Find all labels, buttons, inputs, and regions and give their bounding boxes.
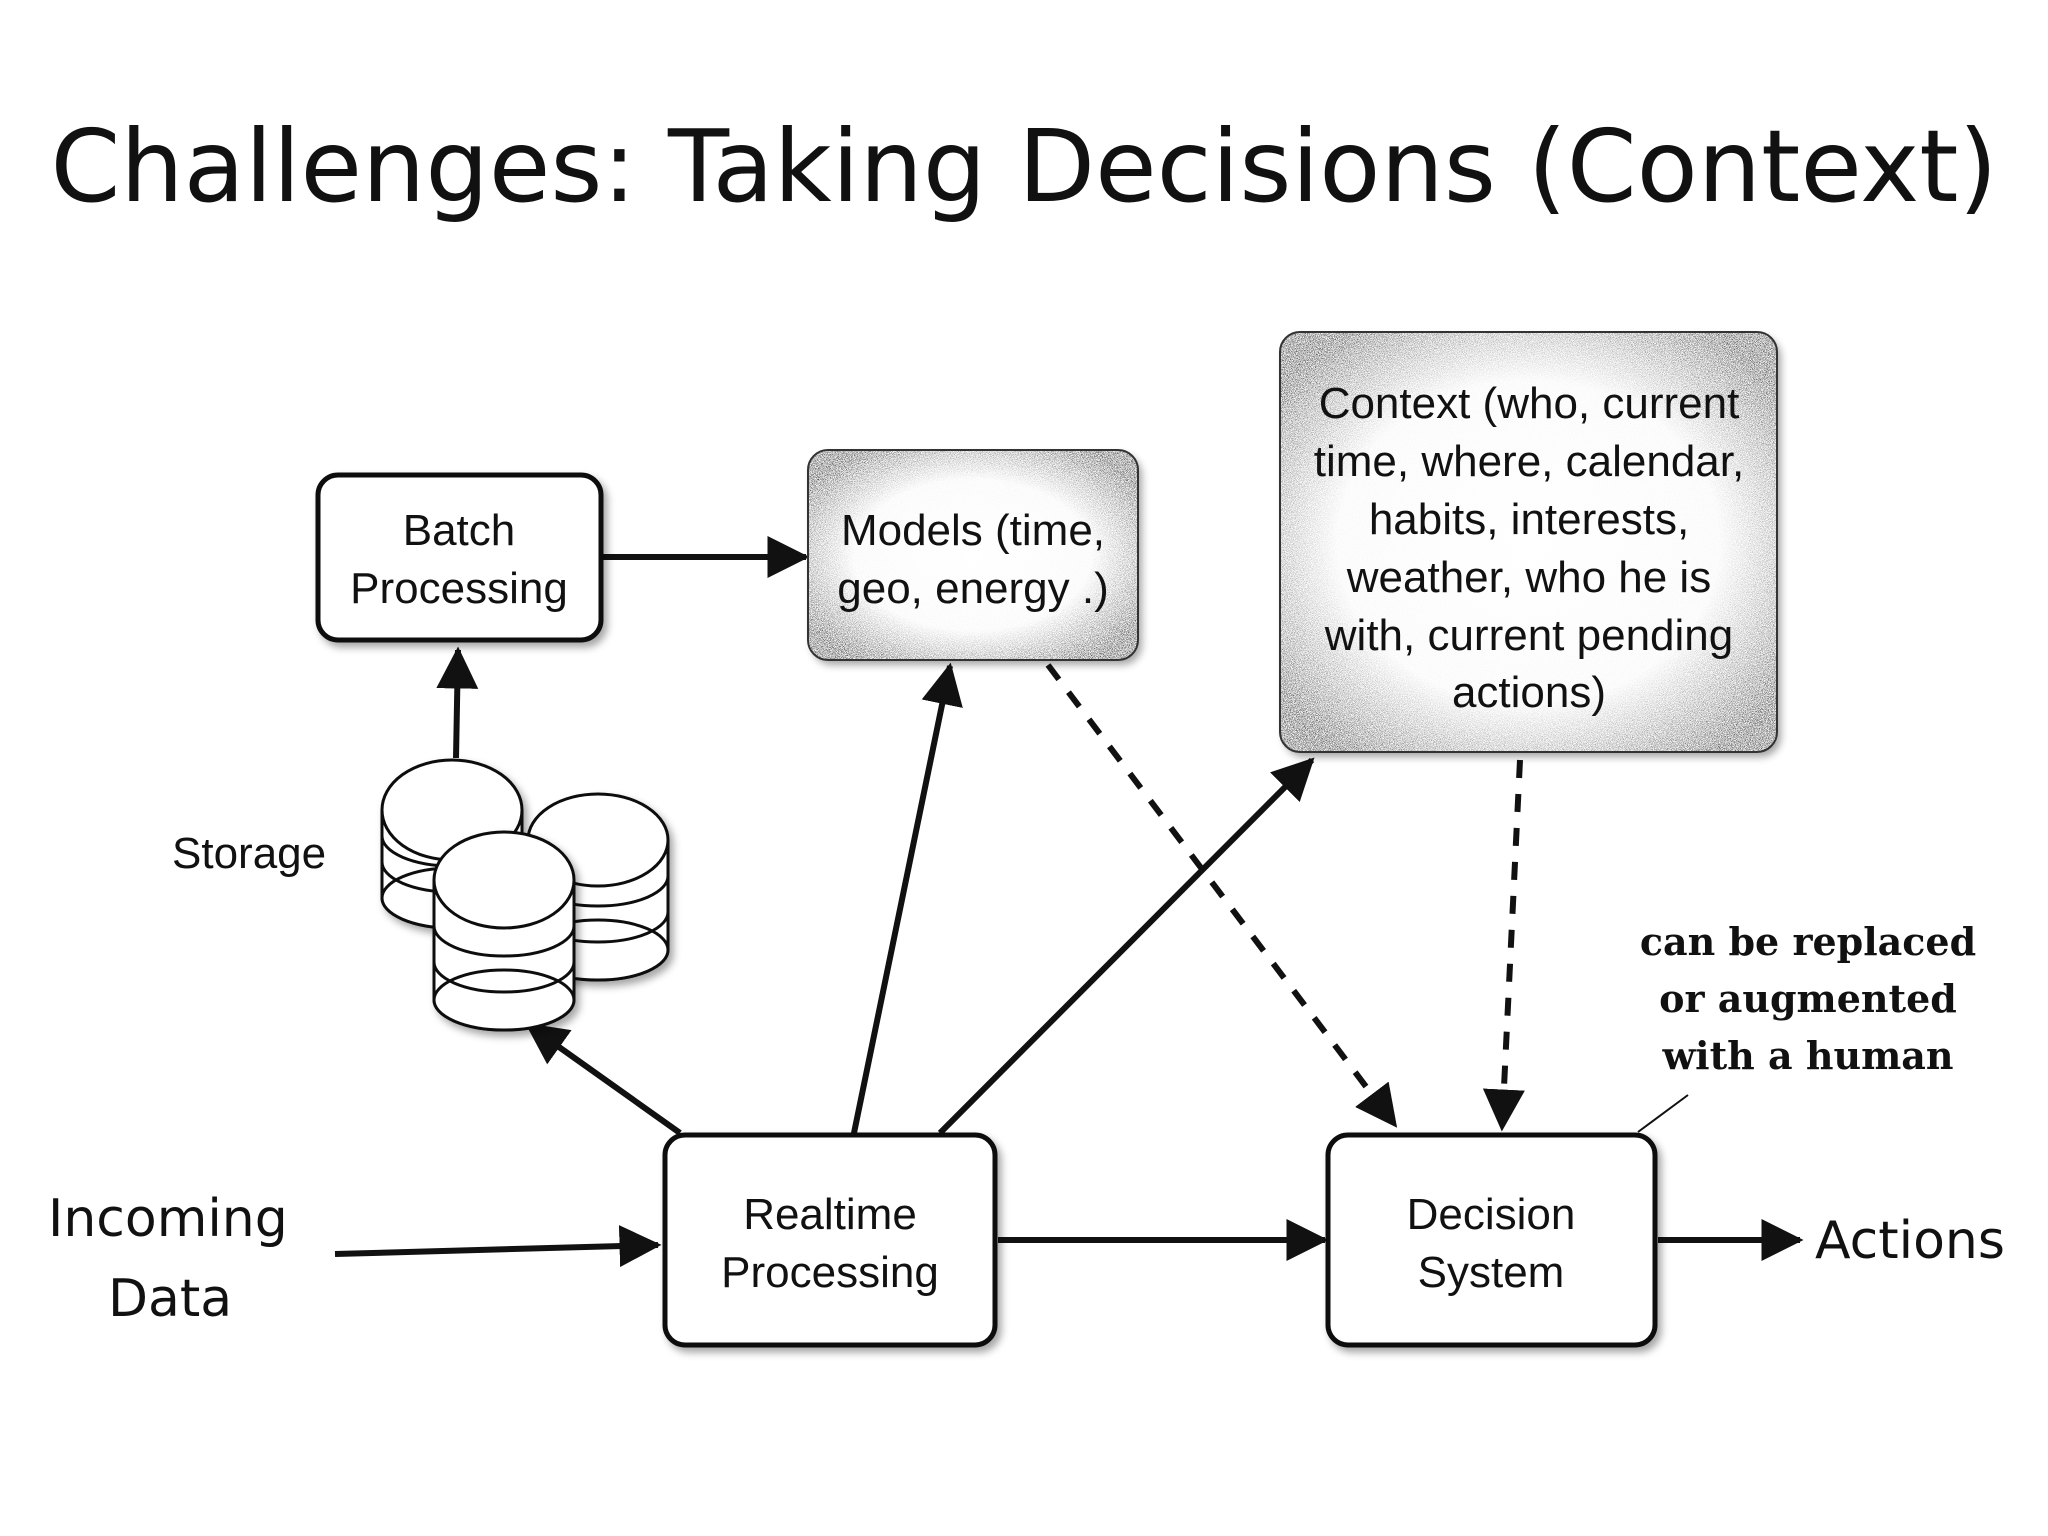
- context-label-line6: actions): [1452, 668, 1606, 717]
- edge-realtime-to-context: [937, 757, 1315, 1136]
- node-batch-processing: Batch Processing: [315, 472, 604, 643]
- actions-label: Actions: [1815, 1211, 2005, 1271]
- realtime-label-line1: Realtime: [743, 1190, 917, 1239]
- context-label-line2: time, where, calendar,: [1314, 437, 1744, 486]
- context-label-line1: Context (who, current: [1319, 379, 1740, 428]
- context-label-line3: habits, interests,: [1369, 495, 1689, 544]
- edge-incoming-to-realtime: [334, 1225, 662, 1268]
- context-label-line4: weather, who he is: [1346, 553, 1711, 602]
- context-label-line5: with, current pending: [1324, 611, 1733, 660]
- annotation-leader: [1637, 1094, 1689, 1133]
- database-icon: [432, 830, 576, 1032]
- edge-models-to-decision: [1045, 663, 1398, 1128]
- annotation-line1: can be replaced: [1640, 919, 1976, 964]
- annotation-line3: with a human: [1661, 1033, 1953, 1078]
- annotation-line2: or augmented: [1659, 976, 1957, 1021]
- edge-storage-to-batch: [436, 646, 479, 759]
- batch-label-line1: Batch: [403, 506, 516, 555]
- node-realtime-processing: Realtime Processing: [662, 1132, 998, 1348]
- incoming-label-line2: Data: [108, 1269, 232, 1329]
- decision-label-line2: System: [1418, 1248, 1565, 1297]
- node-models: Models (time, geo, energy .): [807, 449, 1139, 661]
- node-decision-system: Decision System: [1325, 1132, 1658, 1348]
- annotation-note: can be replaced or augmented with a huma…: [1640, 919, 1976, 1078]
- edge-realtime-to-storage: [525, 1022, 682, 1136]
- edge-realtime-to-models: [851, 662, 963, 1134]
- batch-label-line2: Processing: [350, 564, 568, 613]
- slide-title: Challenges: Taking Decisions (Context): [50, 108, 1998, 225]
- models-label-line2: geo, energy .): [837, 564, 1109, 613]
- incoming-label-line1: Incoming: [48, 1189, 288, 1249]
- node-storage: [380, 758, 670, 1032]
- edges: [334, 536, 1804, 1268]
- node-context: Context (who, current time, where, calen…: [1279, 331, 1778, 753]
- storage-label: Storage: [172, 829, 326, 878]
- decision-label-line1: Decision: [1407, 1190, 1576, 1239]
- models-label-line1: Models (time,: [841, 506, 1105, 555]
- realtime-label-line2: Processing: [721, 1248, 939, 1297]
- edge-context-to-decision: [1482, 759, 1525, 1132]
